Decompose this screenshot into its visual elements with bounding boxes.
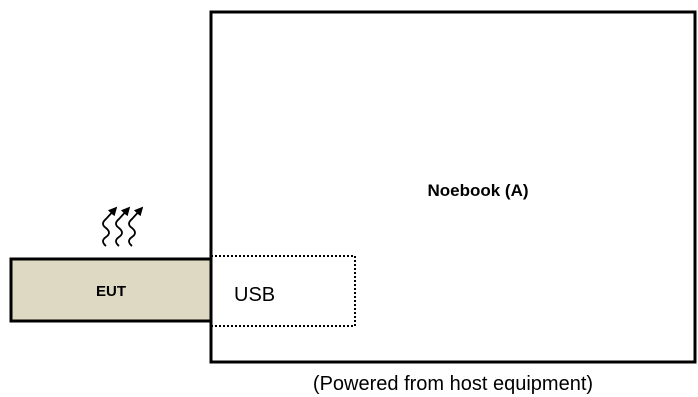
- eut-box: [9, 257, 213, 323]
- notebook-box: [209, 10, 697, 364]
- eut-label: EUT: [96, 283, 126, 300]
- notebook-label: Noebook (A): [427, 181, 528, 200]
- radiated-emission-icon: [102, 206, 144, 247]
- usb-label: USB: [234, 284, 275, 306]
- power-caption: (Powered from host equipment): [313, 373, 593, 395]
